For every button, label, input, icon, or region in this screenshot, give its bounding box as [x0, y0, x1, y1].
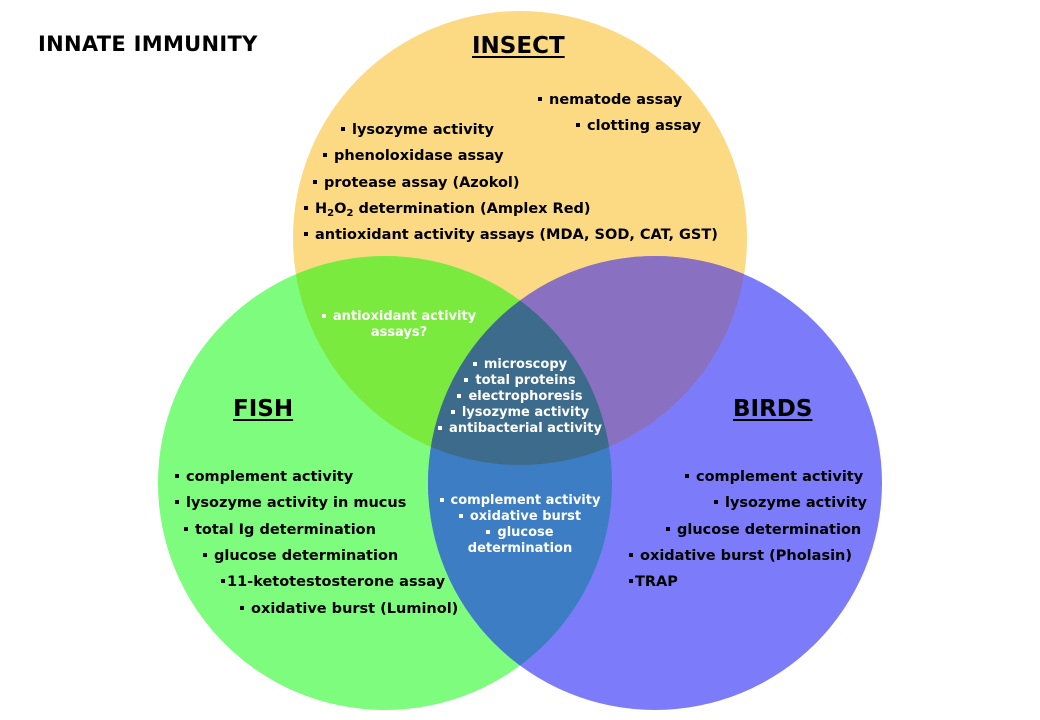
- insect-item: clotting assay: [576, 118, 701, 134]
- insect-item: antioxidant activity assays (MDA, SOD, C…: [304, 227, 718, 243]
- birds-item: complement activity: [685, 469, 863, 485]
- insect-item: protease assay (Azokol): [313, 175, 520, 191]
- diagram-title: INNATE IMMUNITY: [38, 32, 258, 56]
- fish-title: FISH: [233, 396, 294, 422]
- birds-item: glucose determination: [666, 522, 861, 538]
- fish-item: 11-ketotestosterone assay: [221, 574, 445, 590]
- fish-item: total Ig determination: [184, 522, 376, 538]
- fish-birds-overlap-text: complement activity oxidative burst gluc…: [424, 493, 616, 557]
- birds-title: BIRDS: [733, 396, 813, 422]
- fish-item: complement activity: [175, 469, 353, 485]
- insect-item: phenoloxidase assay: [323, 148, 504, 164]
- birds-item: oxidative burst (Pholasin): [629, 548, 852, 564]
- insect-item: H2O2 determination (Amplex Red): [304, 201, 591, 219]
- insect-fish-overlap-text: antioxidant activity assays?: [318, 309, 480, 341]
- insect-item: lysozyme activity: [341, 122, 494, 138]
- center-overlap-text: microscopy total proteins electrophoresi…: [425, 357, 615, 437]
- fish-item: oxidative burst (Luminol): [240, 601, 458, 617]
- birds-item: lysozyme activity: [714, 495, 867, 511]
- fish-item: glucose determination: [203, 548, 398, 564]
- birds-item: TRAP: [629, 574, 678, 590]
- center-overlap: [428, 256, 612, 465]
- insect-item: nematode assay: [538, 92, 682, 108]
- insect-title: INSECT: [472, 33, 565, 59]
- fish-item: lysozyme activity in mucus: [175, 495, 406, 511]
